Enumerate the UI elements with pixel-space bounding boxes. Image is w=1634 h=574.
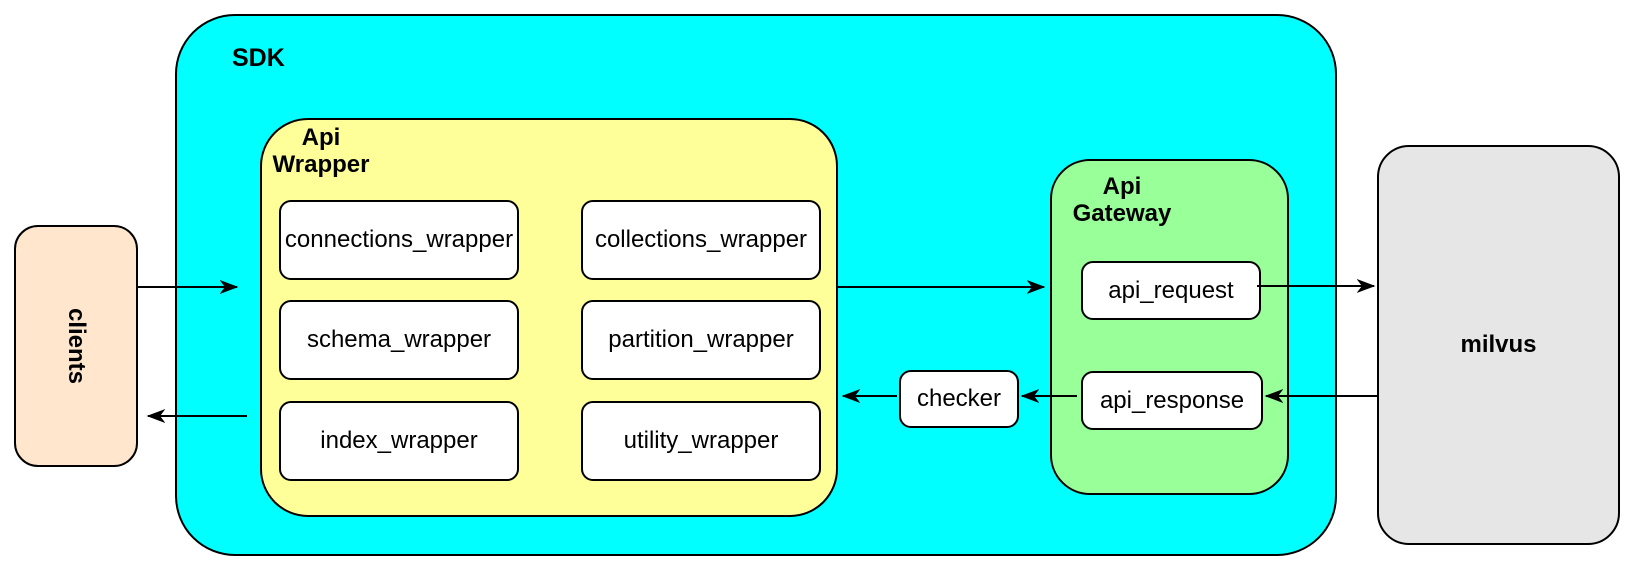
api-wrapper-label-line1: Api <box>301 124 341 151</box>
schema-wrapper-label: schema_wrapper <box>306 326 492 353</box>
clients-node: clients <box>14 225 138 467</box>
sdk-container: SDK Api Wrapper connections_wrapper coll… <box>175 14 1337 556</box>
milvus-node: milvus <box>1377 145 1620 545</box>
clients-label: clients <box>63 307 90 385</box>
node-utility-wrapper: utility_wrapper <box>581 401 821 481</box>
checker-label: checker <box>916 385 1002 412</box>
node-api-request: api_request <box>1081 261 1261 320</box>
node-api-response: api_response <box>1081 371 1263 430</box>
api-gateway-label-line2: Gateway <box>1072 200 1172 227</box>
api-wrapper-label: Api Wrapper <box>264 124 378 178</box>
partition-wrapper-label: partition_wrapper <box>608 326 794 353</box>
collections-wrapper-label: collections_wrapper <box>594 226 808 253</box>
api-response-label: api_response <box>1099 386 1245 414</box>
connections-wrapper-label: connections_wrapper <box>284 226 514 253</box>
api-wrapper-container: Api Wrapper connections_wrapper collecti… <box>260 118 838 517</box>
api-gateway-label: Api Gateway <box>1052 173 1192 227</box>
checker-node: checker <box>899 370 1019 428</box>
node-collections-wrapper: collections_wrapper <box>581 200 821 280</box>
milvus-label: milvus <box>1460 331 1537 358</box>
node-connections-wrapper: connections_wrapper <box>279 200 519 280</box>
index-wrapper-label: index_wrapper <box>320 427 478 454</box>
node-schema-wrapper: schema_wrapper <box>279 300 519 380</box>
api-wrapper-label-line2: Wrapper <box>272 151 370 178</box>
sdk-label: SDK <box>232 44 285 72</box>
node-index-wrapper: index_wrapper <box>279 401 519 481</box>
api-request-label: api_request <box>1108 276 1234 304</box>
api-gateway-container: Api Gateway api_request api_response <box>1050 159 1289 495</box>
utility-wrapper-label: utility_wrapper <box>623 427 779 454</box>
node-partition-wrapper: partition_wrapper <box>581 300 821 380</box>
api-gateway-label-line1: Api <box>1102 173 1142 200</box>
